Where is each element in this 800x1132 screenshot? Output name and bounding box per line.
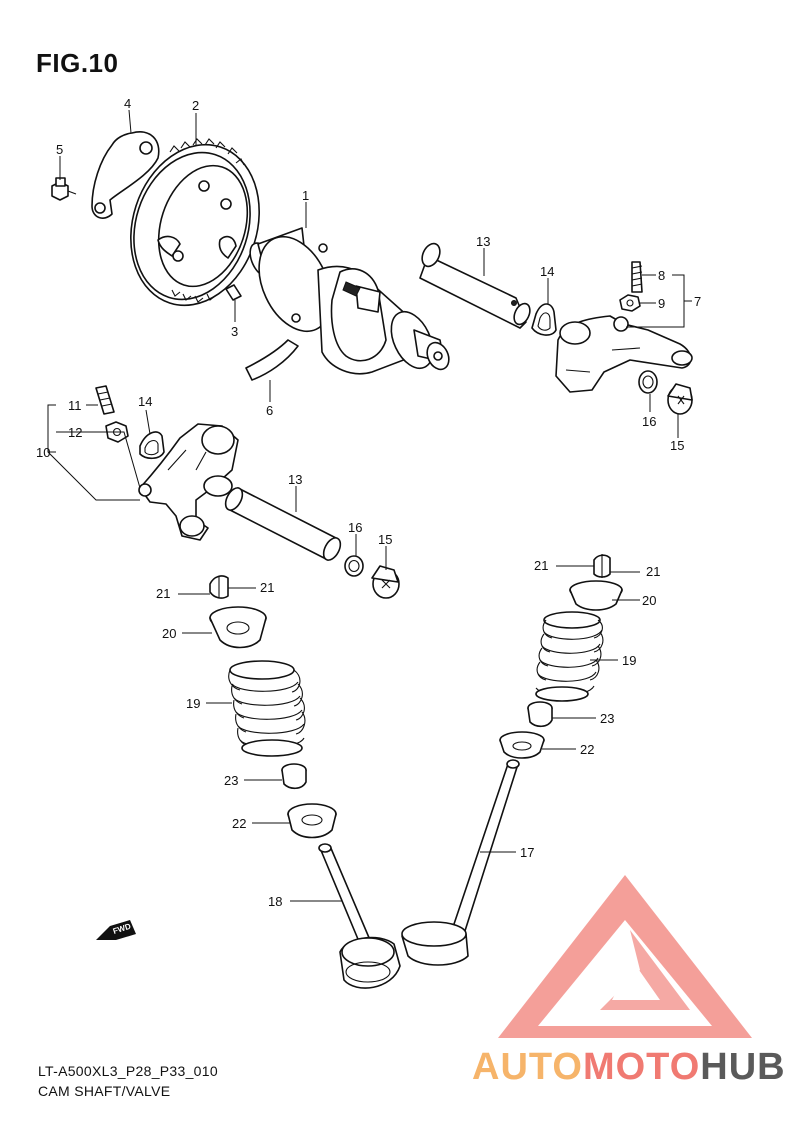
callout-3: 3: [231, 324, 238, 339]
callout-18: 18: [268, 894, 282, 909]
part-8-adjusting-screw-upper: [631, 261, 643, 293]
part-9-lock-nut-upper: [619, 294, 641, 312]
part-2-cam-sprocket: [130, 138, 260, 307]
callout-2: 2: [192, 98, 199, 113]
part-21-cotter-right: [593, 554, 611, 578]
callout-22-right: 22: [580, 742, 594, 757]
callout-5: 5: [56, 142, 63, 157]
part-1-camshaft: [249, 227, 450, 375]
watermark-logo-hub: HUB: [700, 1046, 786, 1088]
part-17-valve-right: [401, 759, 520, 966]
part-20-retainer-left: [209, 606, 267, 649]
watermark-logo-moto: MOTO: [582, 1046, 701, 1088]
callout-8: 8: [658, 268, 665, 283]
watermark-logo-text: AUTOMOTOHUB: [472, 1046, 786, 1089]
part-4-plate: [91, 131, 160, 219]
callout-labels: 4 2 5 1 3 6 13 14 8 9 7 16 15 11 12 10 1…: [36, 96, 701, 909]
part-19-spring-left: [228, 660, 306, 757]
callout-14-upper: 14: [540, 264, 554, 279]
callout-19-left: 19: [186, 696, 200, 711]
callout-23-left: 23: [224, 773, 238, 788]
callout-1: 1: [302, 188, 309, 203]
part-6-half-washer: [245, 339, 299, 381]
callout-22-left: 22: [232, 816, 246, 831]
part-20-retainer-right: [569, 580, 623, 611]
watermark-logo-triangle: [498, 875, 752, 1038]
part-15-plug-upper: [667, 383, 693, 415]
part-22-seat-right: [499, 731, 545, 759]
callout-16-upper: 16: [642, 414, 656, 429]
part-14-o-ring-upper: [531, 303, 557, 336]
callout-20-right: 20: [642, 593, 656, 608]
part-16-washer-upper: [638, 370, 658, 394]
part-15-plug-lower: [371, 565, 400, 599]
callout-12: 12: [68, 425, 82, 440]
callout-16-lower: 16: [348, 520, 362, 535]
callout-10: 10: [36, 445, 50, 460]
callout-11: 11: [68, 398, 82, 413]
part-13-rocker-shaft-upper: [419, 242, 531, 329]
callout-21-left-b: 21: [260, 580, 274, 595]
part-5-bolt: [51, 177, 77, 201]
leader-lines: [47, 109, 692, 902]
fwd-arrow-icon: FWD: [96, 920, 136, 940]
part-11-adjusting-screw-lower: [95, 385, 115, 415]
callout-21-right-a: 21: [534, 558, 548, 573]
part-3-pin: [225, 284, 242, 301]
part-18-valve-left: [318, 843, 401, 989]
drawing-code: LT-A500XL3_P28_P33_010: [38, 1063, 218, 1079]
callout-19-right: 19: [622, 653, 636, 668]
callout-21-right-b: 21: [646, 564, 660, 579]
callout-13-upper: 13: [476, 234, 490, 249]
callout-6: 6: [266, 403, 273, 418]
part-7-rocker-arm-upper: [555, 315, 693, 393]
part-14-o-ring-lower: [139, 431, 165, 460]
figure-caption: CAM SHAFT/VALVE: [38, 1083, 171, 1099]
part-16-washer-lower: [344, 555, 364, 577]
callout-4: 4: [124, 96, 131, 111]
callout-9: 9: [658, 296, 665, 311]
callout-7: 7: [694, 294, 701, 309]
callout-15-upper: 15: [670, 438, 684, 453]
watermark-logo-auto: AUTO: [472, 1046, 583, 1088]
callout-15-lower: 15: [378, 532, 392, 547]
part-22-seat-left: [287, 803, 337, 839]
callout-14-lower: 14: [138, 394, 152, 409]
callout-13-lower: 13: [288, 472, 302, 487]
part-13-rocker-shaft-lower: [224, 487, 342, 561]
part-19-spring-right: [535, 611, 604, 702]
part-21-cotter-left: [209, 575, 229, 599]
figure-title: FIG.10: [36, 48, 119, 78]
part-23-seal-right: [527, 701, 553, 728]
callout-17: 17: [520, 845, 534, 860]
part-10-rocker-arm-lower: [138, 423, 239, 541]
callout-23-right: 23: [600, 711, 614, 726]
callout-21-left-a: 21: [156, 586, 170, 601]
callout-20-left: 20: [162, 626, 176, 641]
part-23-seal-left: [281, 763, 307, 790]
